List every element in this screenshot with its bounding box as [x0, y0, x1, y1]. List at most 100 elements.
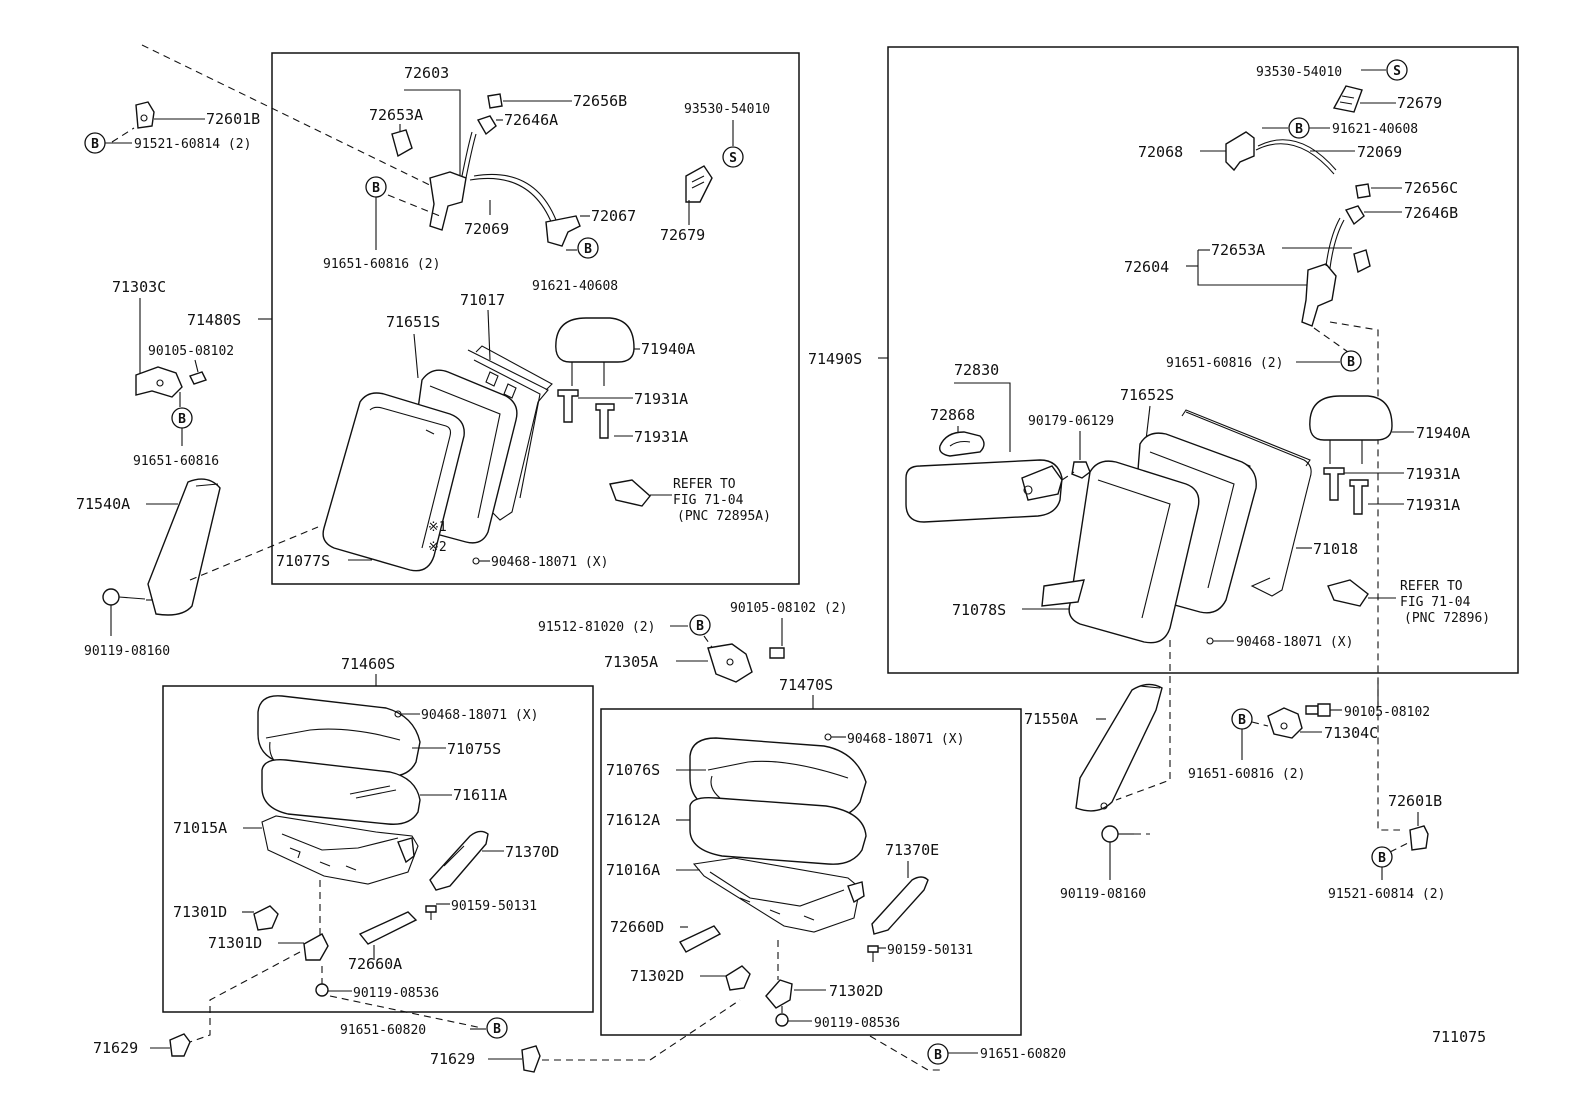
label-71075S: 71075S — [447, 740, 501, 758]
recliner-lever-assembly-right — [1301, 217, 1345, 327]
label-72656C: 72656C — [1404, 179, 1458, 197]
release-lever-72068 — [1225, 131, 1255, 172]
label-72653A-right: 72653A — [1211, 241, 1265, 259]
bolt-symbol-left-1: B — [84, 132, 106, 154]
label-91651-60820-right: 91651-60820 — [980, 1047, 1066, 1062]
label-72069-left: 72069 — [464, 220, 509, 238]
note-1: ※1 — [428, 520, 447, 535]
label-90105-08102-2: 90105-08102 (2) — [730, 601, 847, 616]
headrest-support-71931A-left-2 — [595, 403, 615, 439]
clip-90468-cushion-1 — [394, 710, 420, 718]
label-71612A: 71612A — [606, 811, 660, 829]
label-71940A-right: 71940A — [1416, 424, 1470, 442]
fig-ref-left: FIG 71-04 — [673, 493, 744, 508]
label-71931A-left-2: 71931A — [634, 428, 688, 446]
label-71652S: 71652S — [1120, 386, 1174, 404]
label-71301D-1: 71301D — [173, 903, 227, 921]
seat-cushion-frame-71015A — [261, 815, 419, 885]
latch-cover-72679-left — [685, 165, 713, 203]
label-72679-right: 72679 — [1397, 94, 1442, 112]
latch-cover-72679-right — [1332, 85, 1363, 113]
bolt-symbol-rear-back-2: B — [1340, 350, 1362, 372]
bolt-symbol-left-2: B — [171, 407, 193, 429]
label-91651-60816-2-right-lower: 91651-60816 (2) — [1188, 767, 1305, 782]
hinge-cover-right — [1409, 825, 1429, 851]
label-71302D-1: 71302D — [630, 967, 684, 985]
svg-text:S: S — [729, 151, 737, 166]
label-71651S: 71651S — [386, 313, 440, 331]
label-90119-08536-left: 90119-08536 — [353, 986, 439, 1001]
bolt-symbol-rear-back-1: B — [1288, 117, 1310, 139]
headrest-support-71931A-right-1 — [1323, 467, 1345, 501]
svg-text:B: B — [1295, 122, 1303, 137]
label-71550A: 71550A — [1024, 710, 1078, 728]
bolt-symbol-mid: B — [689, 614, 711, 636]
svg-text:B: B — [493, 1022, 501, 1037]
label-72830: 72830 — [954, 361, 999, 379]
seat-cushion-pad-71612A — [689, 796, 867, 865]
label-72868: 72868 — [930, 406, 975, 424]
rear-seatback-frame — [887, 46, 1519, 674]
armrest-cover-72868 — [939, 431, 985, 457]
release-cable-72069-right — [1255, 139, 1337, 175]
label-91651-60816-left: 91651-60816 — [133, 454, 219, 469]
headrest-71940A-left — [555, 317, 635, 386]
refer-to-right: REFER TO — [1400, 579, 1463, 594]
label-72601B-right: 72601B — [1388, 792, 1442, 810]
label-91621-40608-right: 91621-40608 — [1332, 122, 1418, 137]
bolt-symbol-cushion-left: B — [486, 1017, 508, 1039]
label-72660A: 72660A — [348, 955, 402, 973]
svg-text:B: B — [696, 619, 704, 634]
bolt-90119-08536-left — [315, 983, 329, 997]
label-71940A-left: 71940A — [641, 340, 695, 358]
release-knob-ref-left — [609, 479, 651, 507]
label-91521-60814-left: 91521-60814 (2) — [134, 137, 251, 152]
label-71017: 71017 — [460, 291, 505, 309]
label-72646B: 72646B — [1404, 204, 1458, 222]
label-93530-54010-right: 93530-54010 — [1256, 65, 1342, 80]
seat-rail-cover-72660A — [358, 911, 418, 945]
label-71931A-left-1: 71931A — [634, 390, 688, 408]
label-71302D-2: 71302D — [829, 982, 883, 1000]
svg-text:B: B — [584, 242, 592, 257]
label-91621-40608-left: 91621-40608 — [532, 279, 618, 294]
label-91521-60814-right: 91521-60814 (2) — [1328, 887, 1445, 902]
label-90119-08160-right: 90119-08160 — [1060, 887, 1146, 902]
label-71301D-2: 71301D — [208, 934, 262, 952]
label-71540A: 71540A — [76, 495, 130, 513]
label-93530-54010-left: 93530-54010 — [684, 102, 770, 117]
bolt-90119-08536-right — [775, 1013, 789, 1027]
release-cable-72069-left — [469, 173, 557, 225]
label-72653A-left: 72653A — [369, 106, 423, 124]
label-90468-18071-right: 90468-18071 (X) — [1236, 635, 1353, 650]
label-72679-left: 72679 — [660, 226, 705, 244]
assembly-71470S: 71470S — [779, 676, 833, 694]
hinge-cover-left — [135, 101, 155, 129]
screw-symbol-right: S — [1386, 59, 1408, 81]
bolt-symbol-cushion-right: B — [927, 1043, 949, 1065]
label-71015A: 71015A — [173, 819, 227, 837]
hinge-71302D — [765, 979, 793, 1009]
label-91651-60816-2-left: 91651-60816 (2) — [323, 257, 440, 272]
label-71304C: 71304C — [1324, 724, 1378, 742]
assembly-71480S: 71480S — [187, 311, 241, 329]
label-72068: 72068 — [1138, 143, 1183, 161]
seat-hinge-bracket-71305A — [707, 643, 785, 683]
seat-rail-cover-72660D — [679, 925, 722, 953]
label-72603: 72603 — [404, 64, 449, 82]
label-71370E: 71370E — [885, 841, 939, 859]
seat-cushion-frame-71016A — [692, 857, 865, 933]
seatback-frame-71017 — [467, 345, 553, 521]
release-knob-ref-right — [1327, 579, 1369, 607]
bolt-symbol-front-back-2: B — [365, 176, 387, 198]
label-72067: 72067 — [591, 207, 636, 225]
label-72069-right: 72069 — [1357, 143, 1402, 161]
label-72660D: 72660D — [610, 918, 664, 936]
label-72646A-text: 72646A — [504, 111, 558, 129]
label-71078S: 71078S — [952, 601, 1006, 619]
svg-text:B: B — [91, 137, 99, 152]
release-lever-72067 — [545, 215, 581, 247]
clip-90468-right — [1206, 637, 1234, 645]
label-90105-08102-right: 90105-08102 — [1344, 705, 1430, 720]
